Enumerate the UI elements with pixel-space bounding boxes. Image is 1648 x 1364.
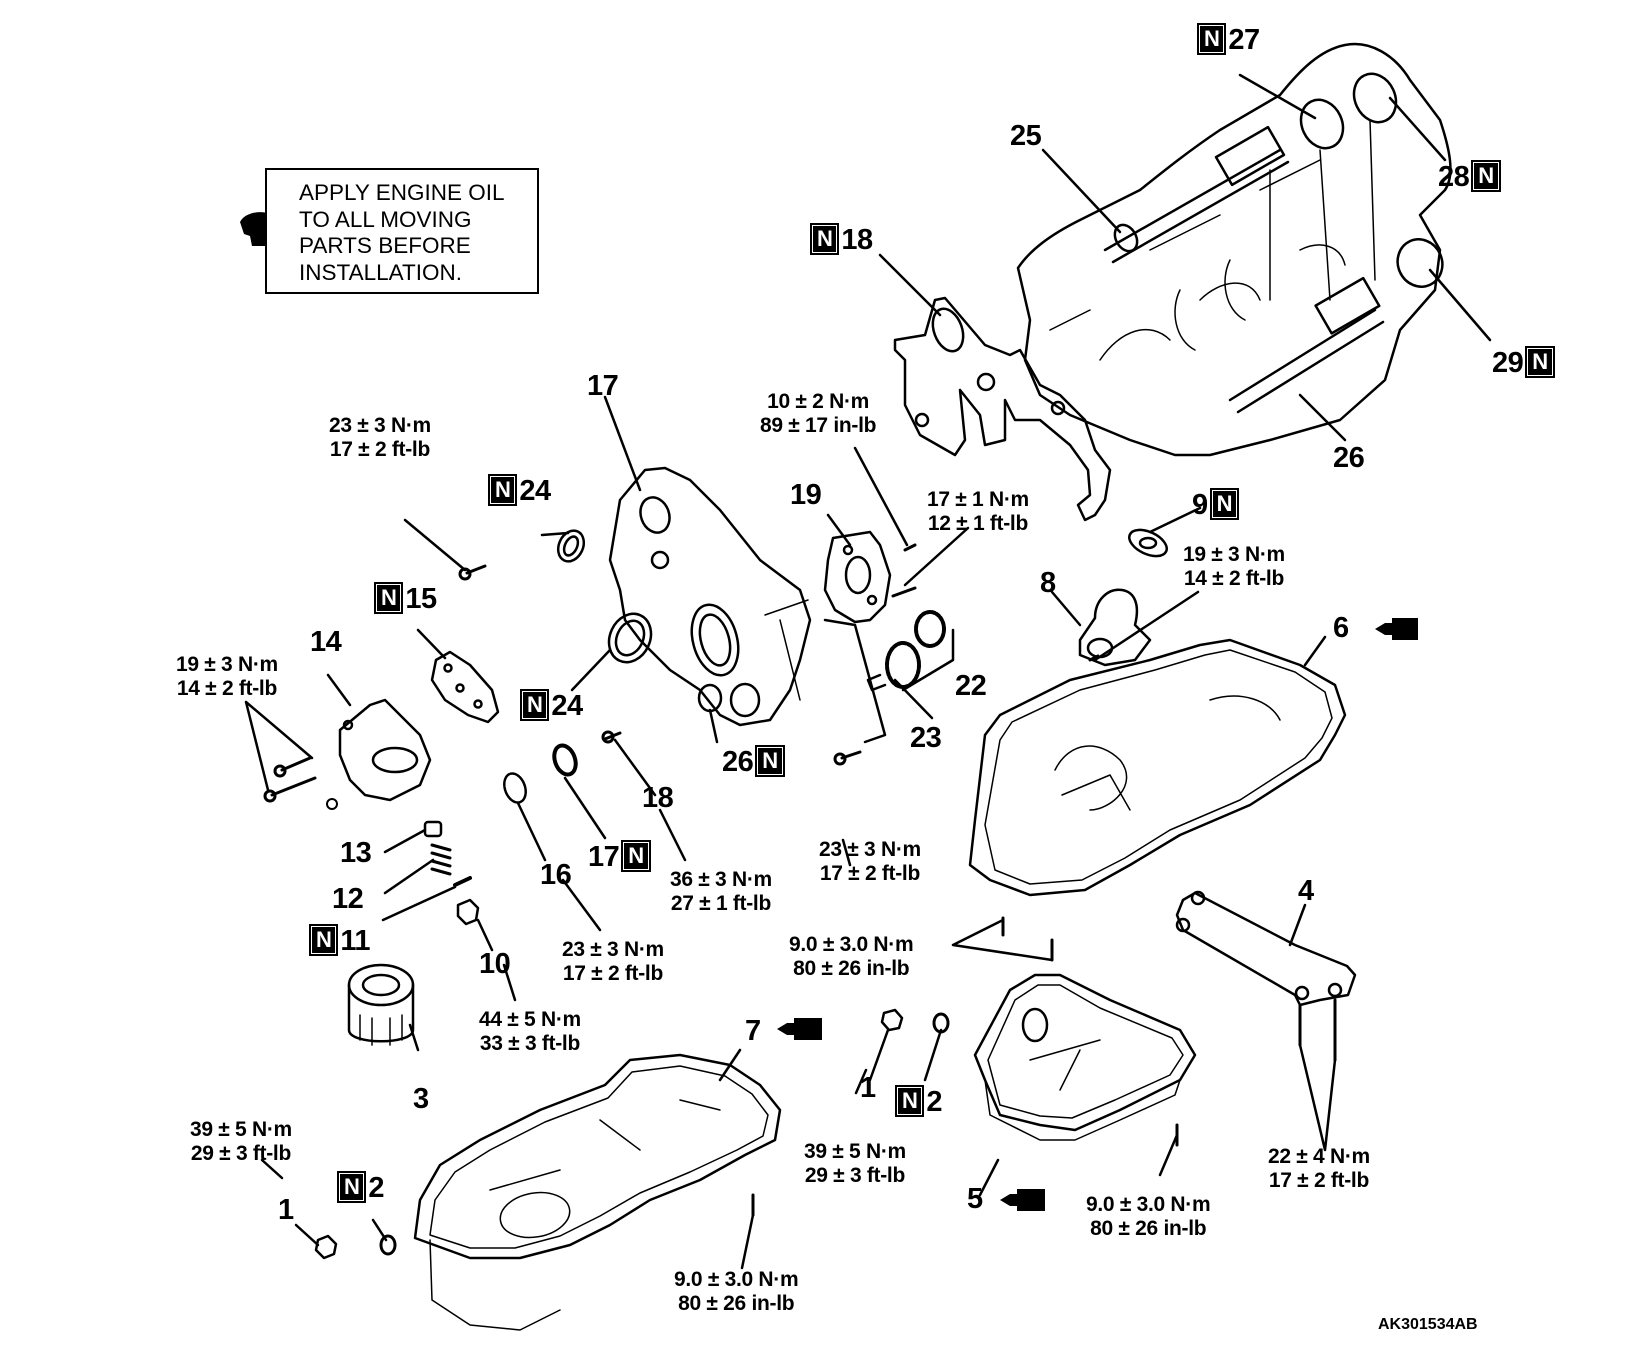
part-label-8: 8 [1040, 567, 1056, 599]
new-part-marker: N [375, 584, 402, 612]
part-label-25: N2524 [486, 476, 551, 506]
new-part-marker: N [521, 691, 548, 719]
new-part-marker: N [811, 225, 838, 253]
new-part-marker: N [310, 926, 337, 954]
part-label-27: 25 [1010, 120, 1042, 152]
part-label-14: 14 [310, 626, 342, 658]
oil-pump-case-19 [608, 466, 812, 727]
new-part-marker: N [1211, 490, 1238, 518]
part-label-13: 13 [340, 837, 372, 869]
part-label-1a: 1 [278, 1194, 294, 1226]
new-part-marker: N [623, 842, 649, 870]
lower-oil-pan-5 [973, 973, 1197, 1141]
note-text: APPLY ENGINE OIL TO ALL MOVING PARTS BEF… [299, 180, 505, 285]
relief-plug-13 [423, 820, 443, 838]
part-label-19: 17 [587, 370, 619, 402]
new-part-marker: N [1473, 162, 1499, 190]
new-part-marker: N [896, 1087, 923, 1115]
part-label-7: 7 [745, 1015, 761, 1047]
drain-washer-2a [379, 1234, 397, 1256]
gasket-20 [893, 296, 1112, 522]
new-part-marker: N [1527, 348, 1553, 376]
new-part-marker: N [757, 747, 783, 775]
plug-10 [456, 898, 480, 926]
new-part-marker: N [1198, 25, 1225, 53]
upper-oil-pan-6 [968, 638, 1347, 897]
relief-plunger-11 [453, 876, 472, 887]
gasket-15 [430, 650, 500, 724]
engine-oil-note: APPLY ENGINE OIL TO ALL MOVING PARTS BEF… [265, 168, 539, 294]
relief-spring-12 [430, 843, 452, 876]
part-label-1b: 1 [860, 1072, 876, 1104]
part-label-4: 4 [1298, 875, 1314, 907]
part-label-12: 12 [332, 883, 364, 915]
part-label-22: 22 [955, 670, 987, 702]
oil-strainer-8 [1078, 588, 1152, 667]
leader-lines [244, 73, 1492, 1270]
part-label-28: 26 [1333, 442, 1365, 474]
part-label-24: N2422212324 [518, 691, 583, 721]
baffle-plate-4 [1175, 890, 1357, 1007]
oil-seal-24 [607, 612, 653, 664]
figure-code: AK301534AB [1378, 1316, 1478, 1333]
new-part-marker: N [338, 1173, 365, 1201]
oil-seal-25 [556, 529, 586, 563]
part-label-16: 16 [540, 859, 572, 891]
part-label-5: 5 [967, 1183, 983, 1215]
bolts [263, 543, 1337, 1217]
part-label-18: 1718 [642, 782, 674, 814]
oil-pump-cover-21 [823, 530, 892, 624]
oil-pump-gears [866, 610, 946, 692]
part-label-21: 19 [790, 479, 822, 511]
part-label-6: 6 [1333, 612, 1349, 644]
o-ring-17 [552, 743, 578, 777]
lower-oil-pan-7 [413, 1053, 782, 1331]
oil-seal-26 [697, 683, 723, 713]
cylinder-block [1016, 42, 1452, 457]
drain-plug-1a [314, 1234, 338, 1260]
gasket-16 [503, 772, 527, 804]
part-label-3: 3 [413, 1083, 429, 1115]
part-label-23: 232123 [910, 722, 942, 754]
oil-filter-3 [347, 963, 415, 1046]
gasket-9 [1128, 528, 1168, 558]
oil-filter-bracket-14 [338, 698, 432, 802]
part-label-10: 10 [479, 948, 511, 980]
new-part-marker: N [489, 476, 516, 504]
sealant-tube-icon [777, 618, 1418, 1211]
drain-plug-1b [880, 1008, 904, 1032]
